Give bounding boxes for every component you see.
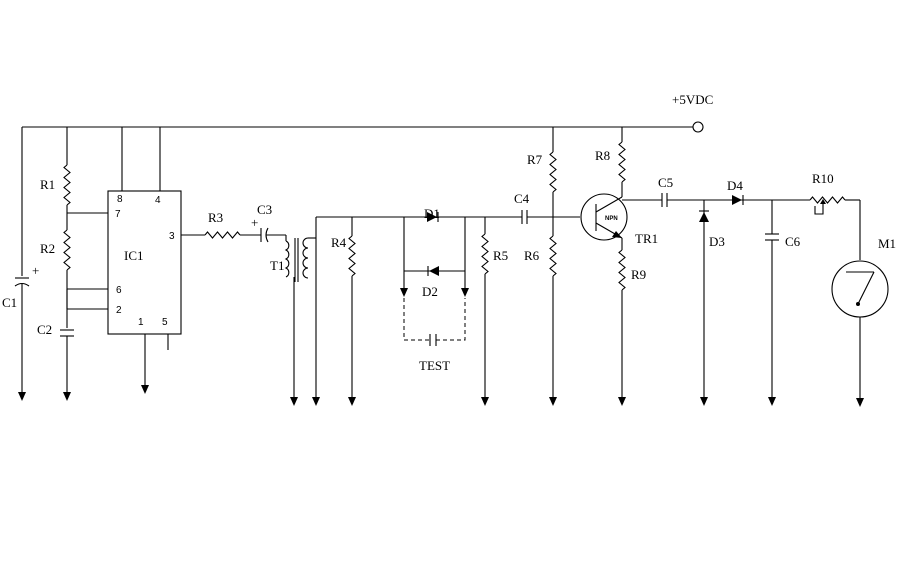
r5-label: R5 xyxy=(493,248,508,263)
rectifier-network: C5 D3 D4 C6 xyxy=(622,175,810,406)
svg-text:3: 3 xyxy=(169,231,175,242)
r3-c3-path: R3 C3 + xyxy=(181,202,287,243)
svg-text:+: + xyxy=(32,263,39,278)
r6-label: R6 xyxy=(524,248,540,263)
svg-text:1: 1 xyxy=(138,317,144,328)
transformer-t1: T1 xyxy=(270,216,465,406)
svg-text:4: 4 xyxy=(155,195,161,206)
r10-label: R10 xyxy=(812,171,834,186)
r7-label: R7 xyxy=(527,152,543,167)
svg-text:NPN: NPN xyxy=(605,216,618,222)
c2-label: C2 xyxy=(37,322,52,337)
svg-text:6: 6 xyxy=(116,285,122,296)
m1-label: M1 xyxy=(878,236,896,251)
transistor-tr1: NPN R8 TR1 R9 xyxy=(580,127,658,406)
svg-text:8: 8 xyxy=(117,194,123,205)
supply-terminal xyxy=(692,121,704,133)
c6-label: C6 xyxy=(785,234,801,249)
capacitor-c1: + C1 xyxy=(2,127,39,401)
r3-label: R3 xyxy=(208,210,223,225)
t1-label: T1 xyxy=(270,258,284,273)
d2-label: D2 xyxy=(422,284,438,299)
timing-network: R1 R2 C2 xyxy=(37,127,108,401)
meter-circuit: R10 M1 xyxy=(809,171,896,407)
test-label: TEST xyxy=(419,358,450,373)
r2-label: R2 xyxy=(40,241,55,256)
ic1-chip: IC1 8 4 7 3 6 2 1 5 xyxy=(107,127,182,394)
tr1-label: TR1 xyxy=(635,231,658,246)
c5-label: C5 xyxy=(658,175,673,190)
supply-label: +5VDC xyxy=(672,92,713,107)
c4-label: C4 xyxy=(514,191,530,206)
svg-text:2: 2 xyxy=(116,305,122,316)
meter-dial xyxy=(831,260,889,318)
bias-divider: R7 R6 xyxy=(524,127,557,406)
d3-label: D3 xyxy=(709,234,725,249)
c1-label: C1 xyxy=(2,295,17,310)
ic1-label: IC1 xyxy=(124,248,144,263)
c3-label: C3 xyxy=(257,202,272,217)
r8-label: R8 xyxy=(595,148,610,163)
diode-test-network: D1 D2 TEST xyxy=(400,206,469,373)
d1-label: D1 xyxy=(424,206,440,221)
c4-r5-network: C4 R5 xyxy=(465,191,580,406)
r4-label: R4 xyxy=(331,235,347,250)
r1-label: R1 xyxy=(40,177,55,192)
svg-text:5: 5 xyxy=(162,317,168,328)
svg-text:+: + xyxy=(251,215,258,230)
supply-rail: +5VDC xyxy=(22,92,713,133)
svg-text:7: 7 xyxy=(115,209,121,220)
d4-label: D4 xyxy=(727,178,743,193)
resistor-r4: R4 xyxy=(331,217,356,406)
r9-label: R9 xyxy=(631,267,646,282)
